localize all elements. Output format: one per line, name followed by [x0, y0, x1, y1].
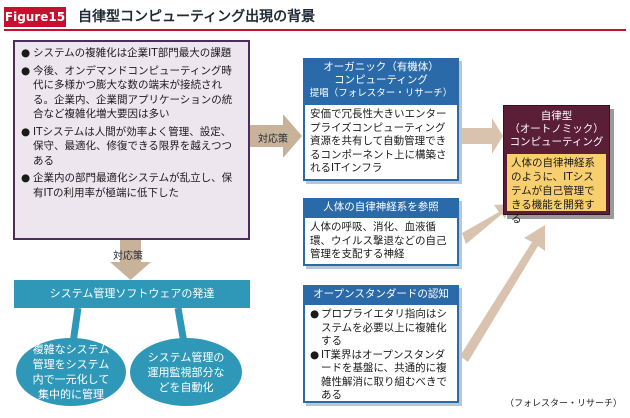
organic-header-line: 提唱（フォレスター・リサーチ） — [309, 88, 453, 99]
arrow-from-openstd — [460, 225, 545, 362]
openstd-body: ● プロプライエタリ指向はシステムを必要以上に複雑化する ● IT業界はオープン… — [303, 303, 459, 403]
connector-right — [174, 307, 188, 344]
problem-bullet: ● 今後、オンデマンドコンピューティング時代に多様かつ膨大な数の端末が接続される… — [21, 64, 240, 122]
left-ellipse: 複雑なシステム管理をシステム内で一元化して集中的に管理 — [16, 338, 126, 406]
bullet-icon: ● — [21, 125, 31, 138]
arrow-from-nervous — [462, 204, 510, 244]
nervous-header: 人体の自律神経系を参照 — [303, 198, 459, 216]
bullet-icon: ● — [21, 172, 31, 184]
problem-bullet: ● システムの複雑化は企業IT部門最大の課題 — [21, 46, 240, 61]
arrow-from-organic — [462, 118, 503, 154]
right-ellipse: システム管理の運用監視部分などを自動化 — [130, 338, 242, 406]
source-credit: （フォレスター・リサーチ） — [504, 399, 622, 409]
bullet-icon: ● — [310, 308, 320, 320]
autonomic-box: 自律型 （オートノミック） コンピューティング 人体の自律神経系のように、ITシ… — [503, 105, 610, 225]
nervous-body: 人体の呼吸、消化、血液循環、ウイルス撃退などの自己管理を支配する神経 — [303, 216, 459, 266]
bullet-icon: ● — [310, 348, 320, 361]
problem-text: ITシステムは人間が効率よく管理、設定、保守、最適化、修復できる限界を越えつつあ… — [33, 125, 232, 167]
down-arrow-label: 対応策 — [113, 251, 143, 262]
organic-body: 安価で冗長性大きいエンタープライズコンピューティング資源を共有して自動管理できる… — [303, 103, 459, 181]
openstd-bullet: ● IT業界はオープンスタンダードを基盤に、共通的に複雑性解消に取り組むべきであ… — [310, 349, 452, 403]
organic-header-line: コンピューティング — [334, 74, 428, 86]
figure-badge: Figure15 — [4, 7, 66, 27]
problem-bullet: ● ITシステムは人間が効率よく管理、設定、保守、最適化、修復できる限界を越えつ… — [21, 125, 240, 169]
figure-title: 自律型コンピューティング出現の背景 — [78, 9, 316, 25]
down-arrow — [110, 240, 151, 280]
problem-text: 今後、オンデマンドコンピューティング時代に多様かつ膨大な数の端末が接続される。企… — [33, 64, 233, 121]
organic-header: オーガニック（有機体） コンピューティング 提唱（フォレスター・リサーチ） — [303, 58, 459, 103]
openstd-bullet: ● プロプライエタリ指向はシステムを必要以上に複雑化する — [310, 308, 452, 349]
autonomic-header-line: 自律型 — [540, 110, 573, 122]
autonomic-header-line: コンピューティング — [509, 136, 604, 148]
organic-header-line: オーガニック（有機体） — [323, 61, 439, 73]
openstd-text: プロプライエタリ指向はシステムを必要以上に複雑化する — [321, 308, 447, 347]
management-bar: システム管理ソフトウェアの発達 — [14, 280, 250, 308]
problem-text: 企業内の部門最適化システムが乱立し、保有ITの利用率が極端に低下した — [33, 172, 233, 199]
problem-box: ● システムの複雑化は企業IT部門最大の課題 ● 今後、オンデマンドコンピューテ… — [13, 40, 250, 240]
problem-text: システムの複雑化は企業IT部門最大の課題 — [33, 47, 232, 59]
right-arrow — [250, 114, 302, 158]
connector-left — [69, 307, 82, 344]
right-arrow-label: 対応策 — [258, 134, 288, 145]
autonomic-header-line: （オートノミック） — [509, 123, 604, 135]
autonomic-header: 自律型 （オートノミック） コンピューティング — [504, 106, 609, 149]
bullet-icon: ● — [21, 64, 31, 77]
autonomic-body: 人体の自律神経系のように、ITシステムが自己管理できる機能を開発する — [507, 154, 606, 225]
openstd-header: オープンスタンダードの認知 — [303, 285, 459, 303]
openstd-text: IT業界はオープンスタンダードを基盤に、共通的に複雑性解消に取り組むべきである — [321, 348, 447, 402]
problem-bullet: ● 企業内の部門最適化システムが乱立し、保有ITの利用率が極端に低下した — [21, 171, 240, 200]
bullet-icon: ● — [21, 47, 31, 59]
title-rule — [4, 29, 626, 31]
